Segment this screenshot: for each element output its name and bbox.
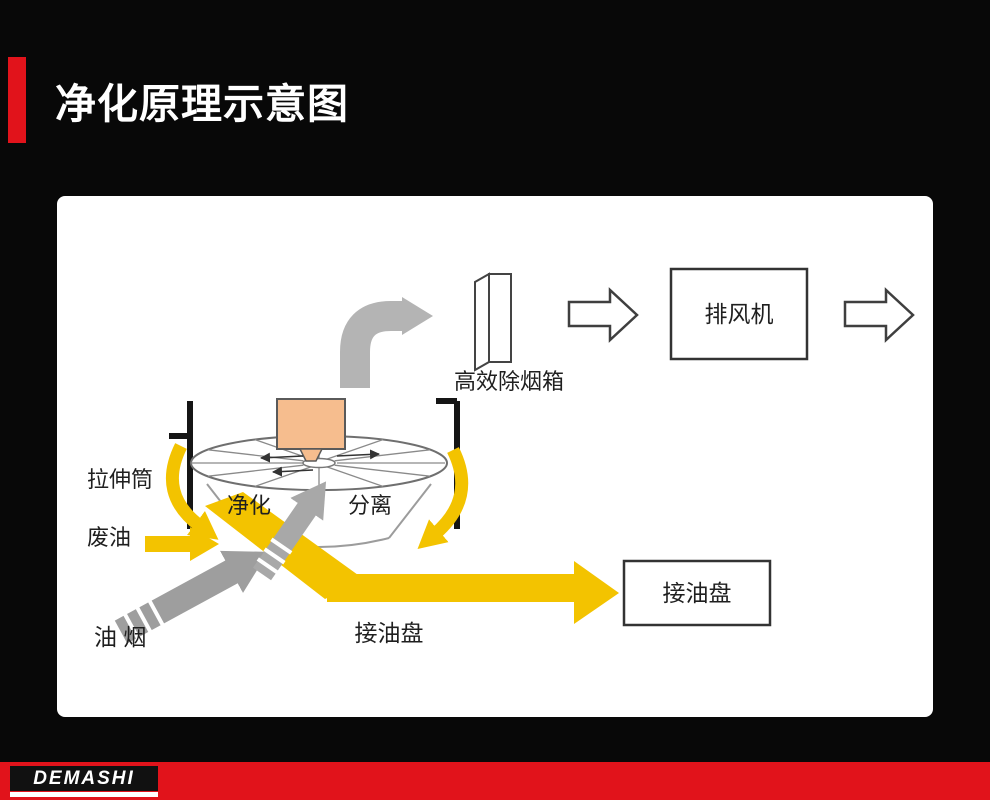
purify-smoke-arrow: [252, 481, 327, 581]
brand-underline: [10, 792, 158, 797]
diagram-panel: 高效除烟箱 排风机: [57, 196, 933, 717]
smoke-box-label: 高效除烟箱: [454, 369, 564, 394]
footer-bar: [0, 762, 990, 800]
exhaust-fan-label: 排风机: [705, 301, 774, 327]
oil-pan-box: 接油盘: [622, 559, 772, 627]
oil-pan-arrow: [327, 561, 619, 624]
brand-logo: DEMASHI: [10, 766, 158, 791]
left-wall-oil-arrow: [166, 443, 219, 540]
oil-pan-box-label: 接油盘: [663, 580, 732, 606]
smoke-box-graphic: [474, 272, 512, 372]
flow-arrow-exit: [843, 287, 915, 343]
oil-smoke-label: 油 烟: [94, 624, 146, 650]
smoke-curved-arrow: [340, 297, 433, 388]
waste-oil-arrow: [145, 527, 219, 561]
oil-smoke-arrow: [114, 550, 269, 644]
principle-diagram-svg: 高效除烟箱 排风机: [87, 267, 915, 650]
oil-pan-flow-label: 接油盘: [355, 620, 424, 646]
motor-block: [276, 398, 346, 462]
right-wall-oil-arrow: [417, 447, 469, 549]
disc-circulation-arrows: [260, 449, 380, 477]
stretch-tube-label: 拉伸筒: [87, 467, 153, 492]
purify-label: 净化: [227, 493, 271, 518]
oil-smoke-arrow-hatching: [123, 599, 165, 640]
brand-text: DEMASHI: [33, 767, 135, 789]
page-title: 净化原理示意图: [55, 81, 349, 127]
flow-arrow-to-fan: [567, 287, 639, 343]
purify-arrow-hatching: [256, 537, 293, 575]
separate-label: 分离: [348, 493, 392, 518]
waste-oil-label: 废油: [87, 525, 131, 550]
smoke-flow-arrows: [114, 481, 327, 644]
title-accent-bar: [8, 57, 26, 143]
exhaust-fan-box: 排风机: [669, 267, 809, 361]
